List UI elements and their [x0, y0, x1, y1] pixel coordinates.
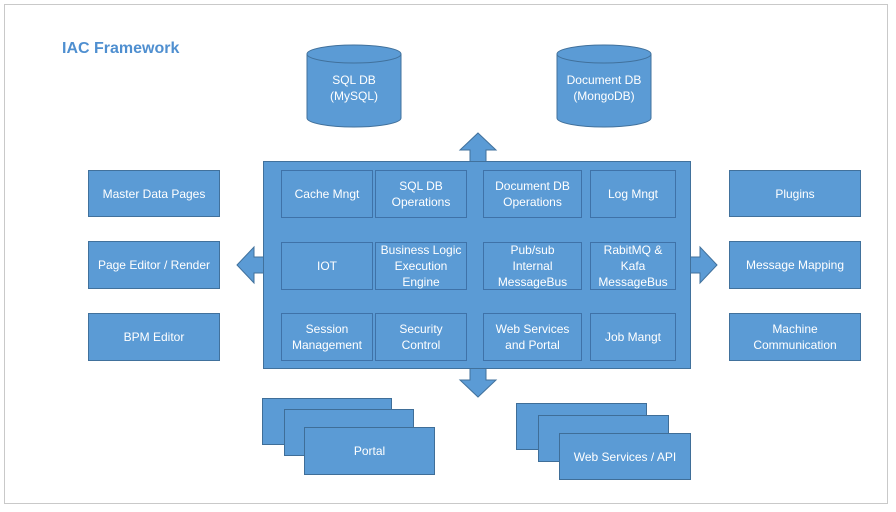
- web-services-portal-module: Web Services and Portal: [483, 313, 582, 361]
- sql-db-cylinder: [306, 44, 402, 128]
- document-db-label: Document DB (MongoDB): [566, 73, 642, 103]
- arrow-up: [458, 132, 498, 163]
- message-mapping-box: Message Mapping: [729, 241, 861, 289]
- machine-communication-box: Machine Communication: [729, 313, 861, 361]
- cache-mngt-module: Cache Mngt: [281, 170, 373, 218]
- core-framework: Cache Mngt SQL DB Operations Document DB…: [263, 161, 691, 369]
- iot-module: IOT: [281, 242, 373, 290]
- document-db-cylinder: [556, 44, 652, 128]
- web-services-api-box: Web Services / API: [559, 433, 691, 480]
- sql-db-operations-module: SQL DB Operations: [375, 170, 467, 218]
- arrow-left: [236, 245, 265, 285]
- job-mangt-module: Job Mangt: [590, 313, 676, 361]
- portal-box: Portal: [304, 427, 435, 475]
- page-editor-render-box: Page Editor / Render: [88, 241, 220, 289]
- log-mngt-module: Log Mngt: [590, 170, 676, 218]
- diagram-title: IAC Framework: [62, 40, 180, 57]
- document-db-operations-module: Document DB Operations: [483, 170, 582, 218]
- arrow-down: [458, 367, 498, 398]
- business-logic-engine-module: Business Logic Execution Engine: [375, 242, 467, 290]
- bpm-editor-box: BPM Editor: [88, 313, 220, 361]
- diagram-frame: [4, 4, 888, 504]
- session-management-module: Session Management: [281, 313, 373, 361]
- plugins-box: Plugins: [729, 170, 861, 217]
- security-control-module: Security Control: [375, 313, 467, 361]
- pubsub-messagebus-module: Pub/sub Internal MessageBus: [483, 242, 582, 290]
- sql-db-label: SQL DB (MySQL): [330, 73, 378, 103]
- master-data-pages-box: Master Data Pages: [88, 170, 220, 217]
- arrow-right: [689, 245, 718, 285]
- rabbitmq-kafka-module: RabitMQ & Kafa MessageBus: [590, 242, 676, 290]
